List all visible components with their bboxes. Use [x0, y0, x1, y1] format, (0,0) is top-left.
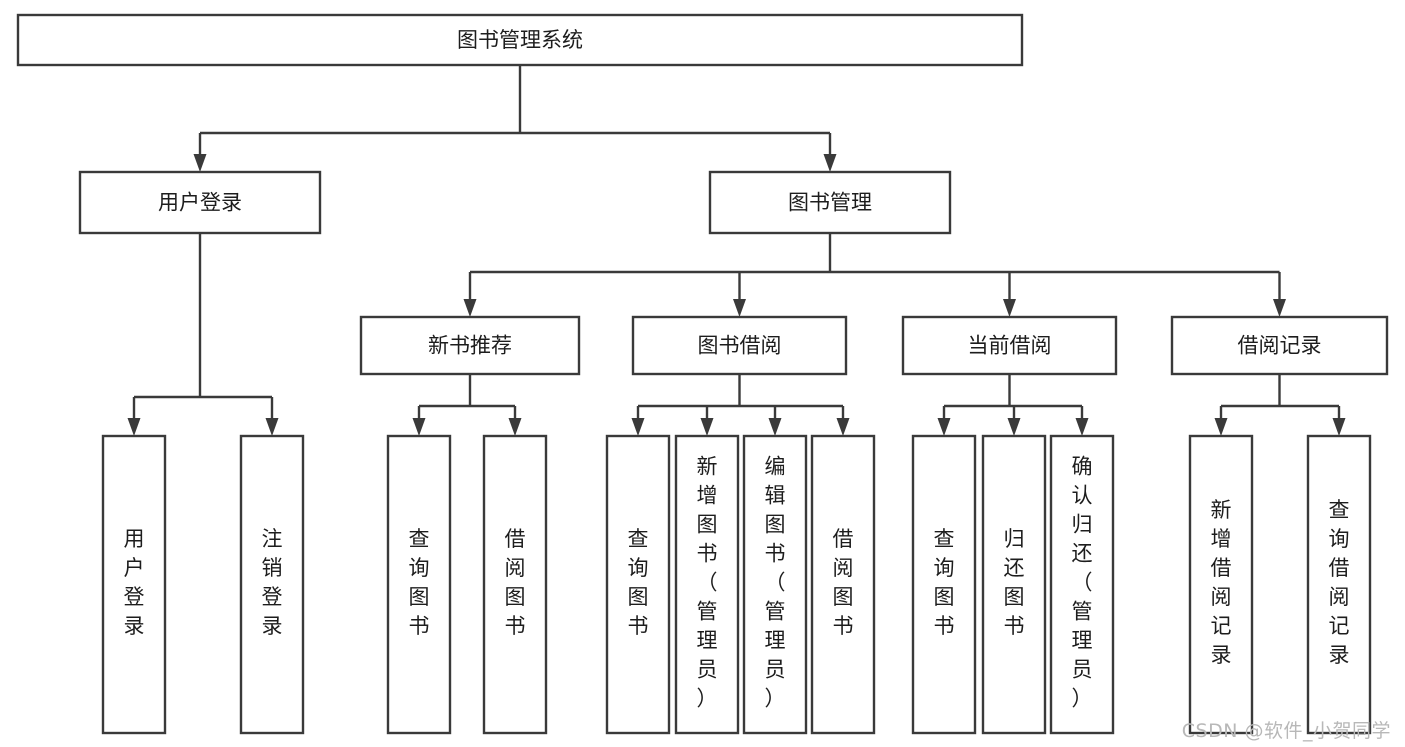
node-box-leaf-edit-book-admin: [742, 434, 808, 735]
node-box-leaf-query-borrow-record: [1306, 434, 1372, 735]
node-leaf-query-book-borrow[interactable]: 查询图书: [605, 434, 671, 735]
node-leaf-query-borrow-record[interactable]: 查询借阅记录: [1306, 434, 1372, 735]
edge-user-login-to-leaves: [127, 233, 279, 436]
node-leaf-user-login[interactable]: 用户登录: [101, 434, 167, 735]
node-box-leaf-return-book: [981, 434, 1047, 735]
node-current-borrow[interactable]: 当前借阅: [901, 315, 1118, 376]
node-label-leaf-borrow-book: 借阅图书: [833, 527, 854, 638]
node-leaf-edit-book-admin[interactable]: 编辑图书（管理员）: [742, 434, 808, 735]
node-label-new-book-recommend: 新书推荐: [428, 334, 512, 358]
node-book-borrow[interactable]: 图书借阅: [631, 315, 848, 376]
node-leaf-borrow-book[interactable]: 借阅图书: [810, 434, 876, 735]
node-label-leaf-add-borrow-record: 新增借阅记录: [1211, 498, 1232, 667]
node-box-leaf-add-book-admin: [674, 434, 740, 735]
node-box-leaf-add-borrow-record: [1188, 434, 1254, 735]
node-book-manage[interactable]: 图书管理: [708, 170, 952, 235]
node-leaf-add-borrow-record[interactable]: 新增借阅记录: [1188, 434, 1254, 735]
node-label-borrow-record: 借阅记录: [1238, 334, 1322, 358]
node-label-leaf-query-borrow-record: 查询借阅记录: [1329, 498, 1350, 667]
node-label-leaf-query-book-current: 查询图书: [934, 527, 955, 638]
node-box-leaf-confirm-return-admin: [1049, 434, 1115, 735]
node-new-book-recommend[interactable]: 新书推荐: [359, 315, 581, 376]
node-label-book-borrow: 图书借阅: [698, 334, 782, 358]
node-label-leaf-query-book-borrow: 查询图书: [628, 527, 649, 638]
node-box-leaf-user-login: [101, 434, 167, 735]
node-borrow-record[interactable]: 借阅记录: [1170, 315, 1389, 376]
node-label-leaf-return-book: 归还图书: [1004, 527, 1025, 638]
node-label-leaf-user-login: 用户登录: [124, 527, 145, 638]
node-box-leaf-borrow-book: [810, 434, 876, 735]
node-box-book-borrow: [631, 315, 848, 376]
node-box-root: [16, 13, 1024, 67]
node-box-leaf-logout-login: [239, 434, 305, 735]
node-label-leaf-confirm-return-admin: 确认归还（管理员）: [1072, 455, 1093, 711]
edge-book-manage-to-level3: [463, 233, 1286, 317]
node-label-leaf-logout-login: 注销登录: [262, 527, 283, 638]
edge-root-to-level2: [193, 65, 837, 172]
edge-record-to-leaves: [1214, 374, 1346, 436]
node-leaf-query-book-current[interactable]: 查询图书: [911, 434, 977, 735]
node-label-current-borrow: 当前借阅: [968, 334, 1052, 358]
node-root[interactable]: 图书管理系统: [16, 13, 1024, 67]
node-label-book-manage: 图书管理: [788, 191, 872, 215]
node-leaf-confirm-return-admin[interactable]: 确认归还（管理员）: [1049, 434, 1115, 735]
node-box-current-borrow: [901, 315, 1118, 376]
node-box-leaf-query-book-recommend: [386, 434, 452, 735]
connector-layer: [127, 65, 1346, 436]
edge-recommend-to-leaves: [412, 374, 522, 436]
node-leaf-return-book[interactable]: 归还图书: [981, 434, 1047, 735]
node-box-user-login: [78, 170, 322, 235]
node-box-new-book-recommend: [359, 315, 581, 376]
node-leaf-logout-login[interactable]: 注销登录: [239, 434, 305, 735]
node-label-user-login: 用户登录: [158, 191, 242, 215]
node-leaf-query-book-recommend[interactable]: 查询图书: [386, 434, 452, 735]
node-box-leaf-query-book-current: [911, 434, 977, 735]
node-layer: 图书管理系统用户登录图书管理新书推荐图书借阅当前借阅借阅记录用户登录注销登录查询…: [16, 13, 1389, 735]
node-box-book-manage: [708, 170, 952, 235]
node-leaf-borrow-book-recommend[interactable]: 借阅图书: [482, 434, 548, 735]
node-user-login[interactable]: 用户登录: [78, 170, 322, 235]
node-label-leaf-add-book-admin: 新增图书（管理员）: [697, 455, 718, 711]
edge-borrow-to-leaves: [631, 374, 850, 436]
node-leaf-add-book-admin[interactable]: 新增图书（管理员）: [674, 434, 740, 735]
node-label-leaf-edit-book-admin: 编辑图书（管理员）: [765, 455, 786, 711]
node-label-root: 图书管理系统: [457, 28, 583, 52]
node-label-leaf-query-book-recommend: 查询图书: [409, 527, 430, 638]
node-box-leaf-borrow-book-recommend: [482, 434, 548, 735]
node-box-borrow-record: [1170, 315, 1389, 376]
edge-current-to-leaves: [937, 374, 1089, 436]
node-label-leaf-borrow-book-recommend: 借阅图书: [505, 527, 526, 638]
node-box-leaf-query-book-borrow: [605, 434, 671, 735]
